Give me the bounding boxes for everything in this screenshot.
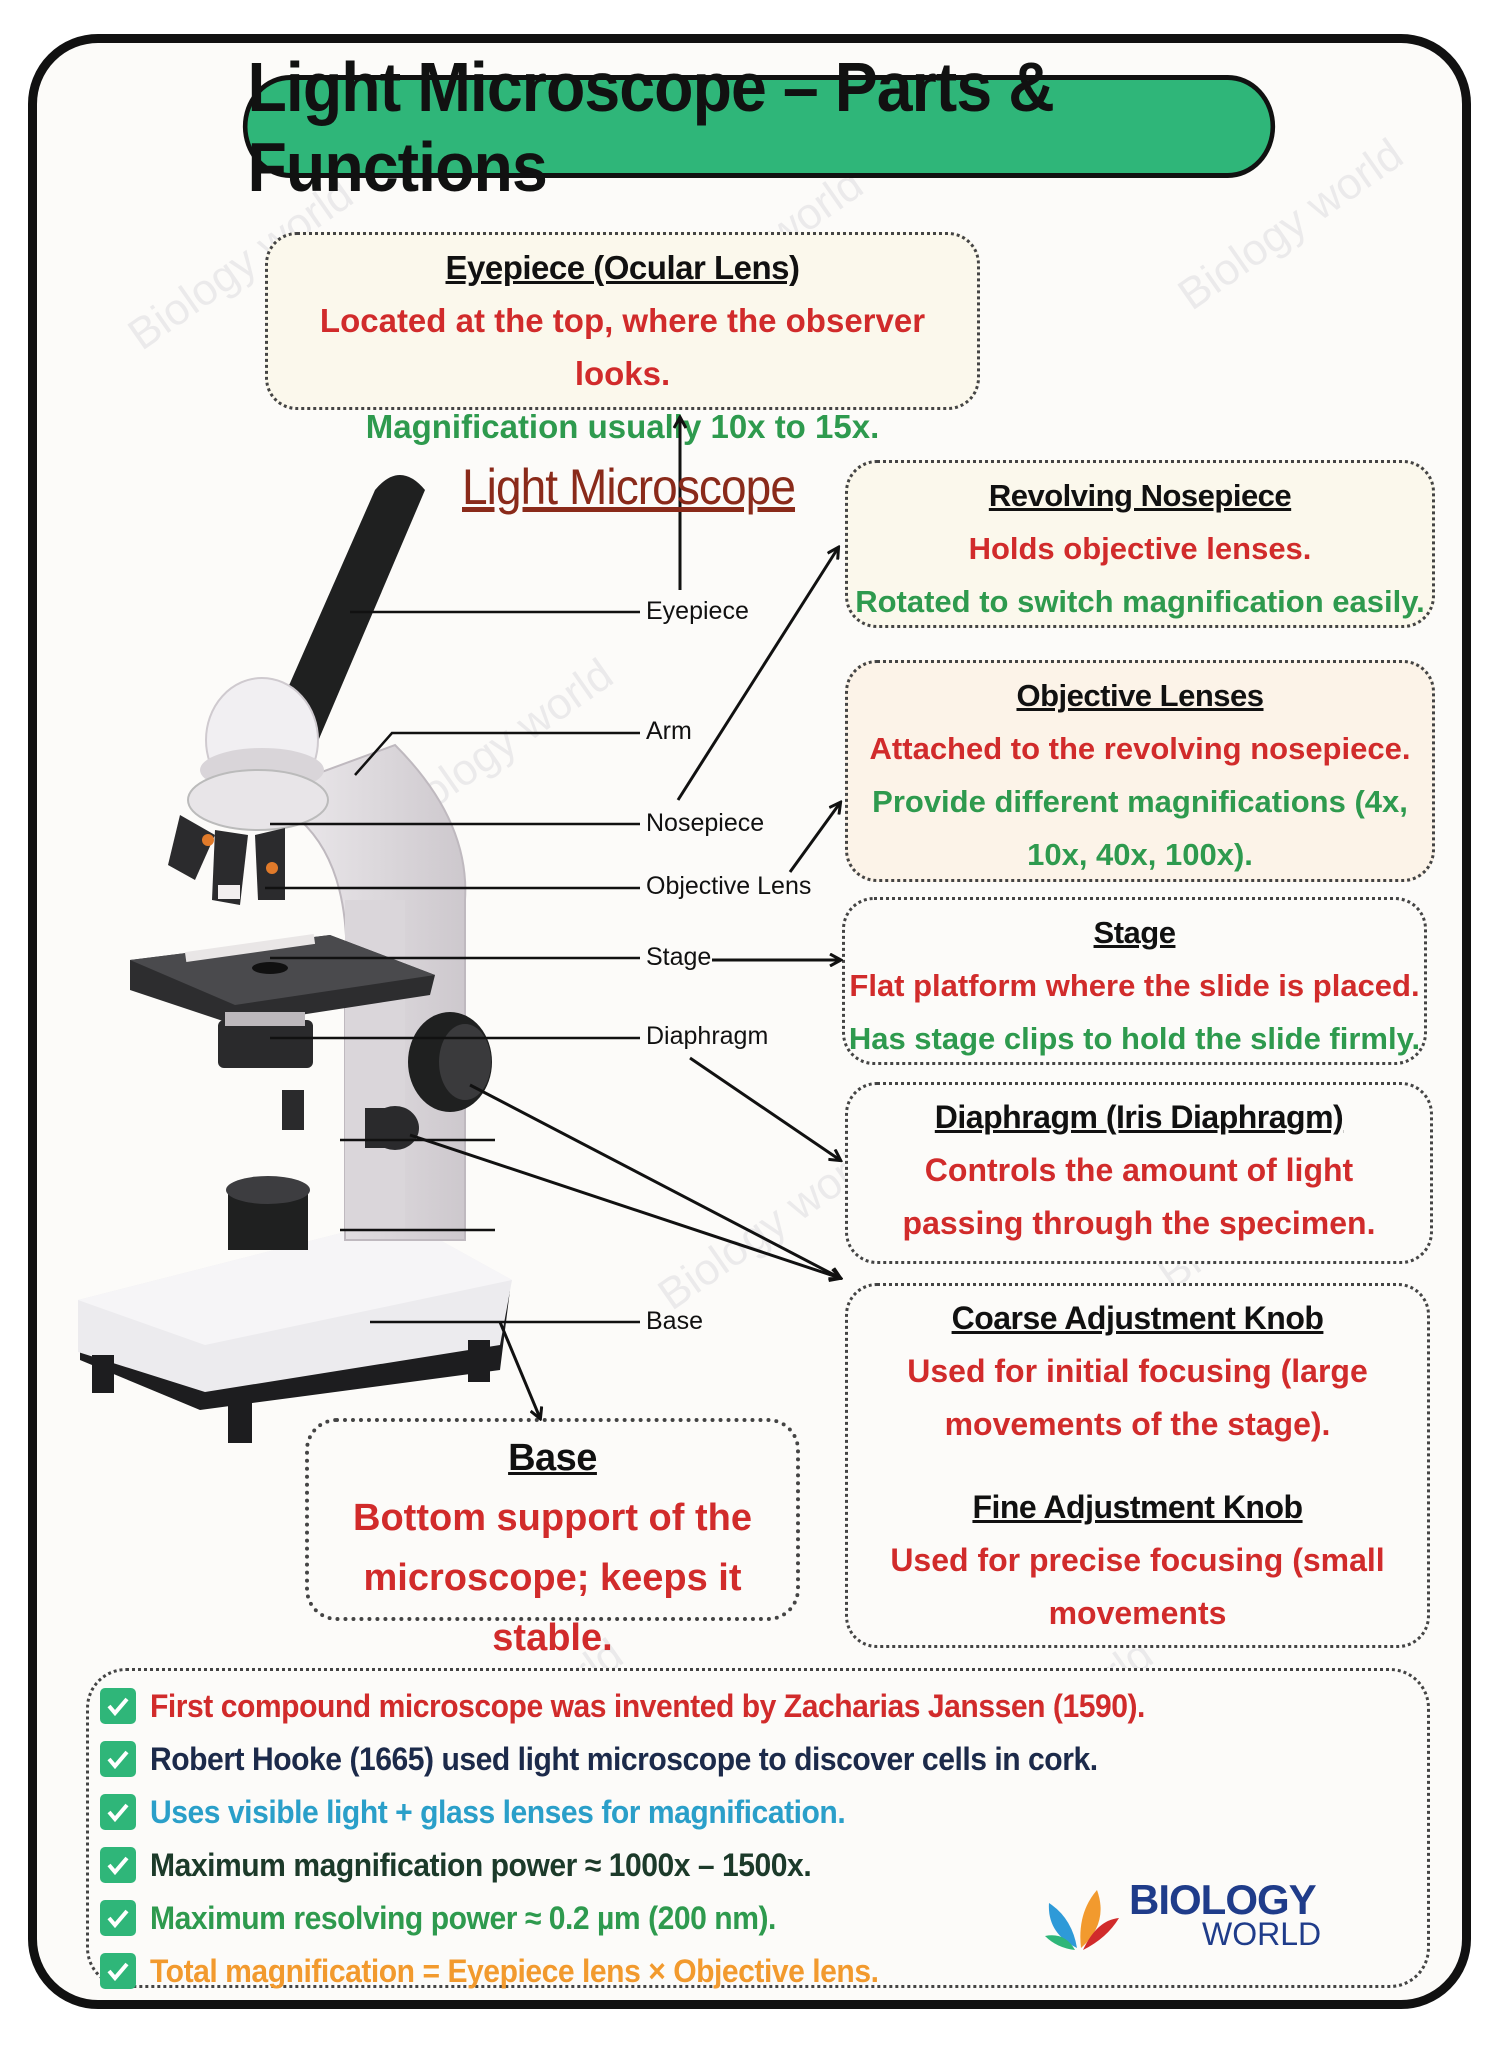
label-nosepiece: Nosepiece — [646, 809, 765, 837]
diagram-title: Light Microscope — [462, 459, 796, 515]
objective-lenses — [168, 815, 285, 905]
fact-text: Total magnification = Eyepiece lens × Ob… — [150, 1952, 879, 1989]
checkmark-icon — [100, 1688, 136, 1724]
objective-heading: Objective Lenses — [1016, 678, 1264, 713]
eyepiece-tube — [265, 475, 425, 760]
fine-knob-line1: Used for precise focusing (small — [890, 1542, 1385, 1578]
fact-item: Uses visible light + glass lenses for ma… — [100, 1792, 890, 1832]
brand-name-line2: WORLD — [1202, 1916, 1322, 1952]
stage-line2: Has stage clips to hold the slide firmly… — [848, 1021, 1421, 1056]
nosepiece-line1: Holds objective lenses. — [968, 531, 1312, 566]
fact-item: Maximum magnification power ≈ 1000x – 15… — [100, 1845, 853, 1885]
stage-heading: Stage — [1093, 915, 1176, 950]
diaphragm-heading: Diaphragm (Iris Diaphragm) — [934, 1099, 1344, 1135]
nosepiece-line2: Rotated to switch magnification easily. — [855, 584, 1425, 619]
objective-line3: 10x, 40x, 100x). — [1027, 837, 1253, 872]
eyepiece-heading: Eyepiece (Ocular Lens) — [445, 249, 800, 286]
checkmark-icon — [100, 1953, 136, 1989]
label-stage: Stage — [646, 943, 712, 971]
label-objective-lens: Objective Lens — [646, 872, 812, 900]
pointer-arrows — [409, 418, 840, 1418]
microscope-base — [78, 1218, 512, 1443]
fact-item: Maximum resolving power ≈ 0.2 µm (200 nm… — [100, 1898, 816, 1938]
fine-knob-heading: Fine Adjustment Knob — [972, 1489, 1303, 1525]
eyepiece-location: Located at the top, where the observer l… — [319, 302, 926, 392]
label-arm: Arm — [646, 717, 692, 745]
illuminator — [226, 1090, 310, 1250]
diaphragm-info-box: Diaphragm (Iris Diaphragm) Controls the … — [845, 1082, 1433, 1264]
eyepiece-info-box: Eyepiece (Ocular Lens) Located at the to… — [265, 232, 980, 445]
objective-line1: Attached to the revolving nosepiece. — [869, 731, 1411, 766]
diaphragm-line2: passing through the specimen. — [902, 1205, 1376, 1241]
base-heading: Base — [508, 1437, 597, 1479]
leaf-logo-icon — [1045, 1890, 1119, 1950]
base-line2: microscope; keeps it stable. — [363, 1557, 742, 1659]
facts-panel — [86, 1668, 1430, 1988]
eyepiece-magnification: Magnification usually 10x to 15x. — [365, 408, 880, 445]
label-base: Base — [646, 1307, 703, 1335]
microscope-head — [187, 677, 329, 831]
coarse-knob-line2: movements of the stage). — [944, 1406, 1331, 1442]
brand-logo: BIOLOGY WORLD — [1037, 1870, 1327, 1960]
nosepiece-info-box: Revolving Nosepiece Holds objective lens… — [845, 460, 1435, 628]
fact-item: Robert Hooke (1665) used light microscop… — [100, 1739, 1158, 1779]
fact-text: Uses visible light + glass lenses for ma… — [150, 1793, 846, 1830]
leader-lines — [265, 610, 640, 1324]
base-line1: Bottom support of the — [353, 1497, 752, 1539]
fine-knob-line2: movements — [1048, 1595, 1227, 1631]
stage-line1: Flat platform where the slide is placed. — [849, 968, 1420, 1003]
fact-text: Robert Hooke (1665) used light microscop… — [150, 1740, 1098, 1777]
checkmark-icon — [100, 1741, 136, 1777]
checkmark-icon — [100, 1794, 136, 1830]
objective-info-box: Objective Lenses Attached to the revolvi… — [845, 660, 1435, 882]
objective-line2: Provide different magnifications (4x, — [872, 784, 1408, 819]
fact-item: First compound microscope was invented b… — [100, 1686, 1208, 1726]
fact-text: First compound microscope was invented b… — [150, 1687, 1145, 1724]
checkmark-icon — [100, 1847, 136, 1883]
fact-item: Total magnification = Eyepiece lens × Ob… — [100, 1951, 925, 1991]
stage-info-box: Stage Flat platform where the slide is p… — [842, 897, 1427, 1065]
microscope-diaphragm — [218, 1012, 313, 1068]
brand-name-line1: BIOLOGY — [1129, 1876, 1317, 1923]
label-diaphragm: Diaphragm — [646, 1022, 769, 1050]
base-info-box: Base Bottom support of the microscope; k… — [305, 1418, 800, 1659]
diaphragm-line1: Controls the amount of light — [924, 1152, 1354, 1188]
label-eyepiece: Eyepiece — [646, 597, 749, 625]
coarse-knob-line1: Used for initial focusing (large — [907, 1353, 1368, 1389]
coarse-knob-heading: Coarse Adjustment Knob — [951, 1300, 1324, 1336]
adjustment-knobs-info-box: Coarse Adjustment Knob Used for initial … — [845, 1283, 1430, 1648]
fact-text: Maximum resolving power ≈ 0.2 µm (200 nm… — [150, 1899, 776, 1936]
nosepiece-heading: Revolving Nosepiece — [988, 478, 1292, 513]
checkmark-icon — [100, 1900, 136, 1936]
fact-text: Maximum magnification power ≈ 1000x – 15… — [150, 1846, 812, 1883]
